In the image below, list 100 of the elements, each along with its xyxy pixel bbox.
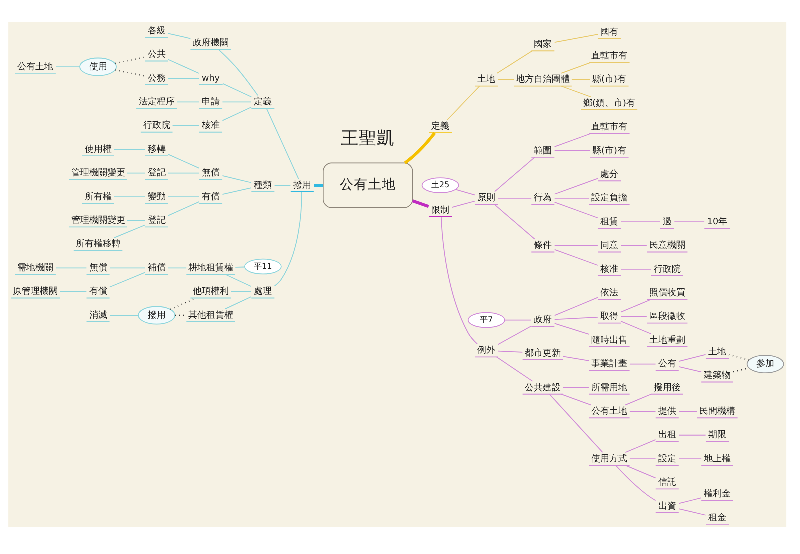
node-text: 使用權: [84, 144, 112, 155]
node-text: 地上權: [704, 454, 731, 464]
connector: [625, 440, 656, 454]
connector: [412, 200, 430, 208]
node-text: 核准: [202, 121, 220, 132]
connector: [620, 316, 648, 318]
node-text: 提供: [658, 406, 676, 417]
node-text: 設定負擔: [592, 194, 628, 204]
connector: [678, 366, 702, 373]
connector: [494, 204, 536, 240]
connector: [561, 62, 592, 74]
node-text: 租賃: [600, 217, 618, 228]
connector: [168, 172, 200, 174]
node-text: 土地: [708, 347, 726, 358]
connector: [554, 133, 592, 148]
connector: [222, 102, 252, 103]
connector: [274, 192, 302, 287]
connector: [114, 149, 146, 150]
connector: [222, 83, 252, 98]
connector: [554, 198, 590, 199]
node-text: 所需用地: [592, 383, 628, 394]
node-text: 租金: [708, 513, 726, 524]
node-text: 行政院: [143, 121, 170, 132]
connector: [496, 50, 533, 74]
node-text: 申請: [202, 98, 220, 108]
connector: [168, 154, 200, 169]
node-text: 撥用: [293, 180, 312, 191]
node-text: 撥用後: [654, 383, 681, 394]
connector: [678, 508, 706, 516]
connector: [674, 222, 705, 223]
node-text: 原管理機關: [13, 287, 58, 298]
node-text: 需地機關: [18, 263, 54, 274]
node-box: 公有土地: [323, 162, 414, 208]
connector: [168, 78, 200, 79]
node-text: 消滅: [89, 310, 108, 321]
node-text: 登記: [148, 216, 166, 226]
node-text: 他項權利: [193, 287, 230, 298]
connector: [620, 321, 652, 335]
node-text: 種類: [254, 180, 272, 191]
connector: [678, 458, 702, 460]
node-text: 土地: [478, 75, 496, 86]
node-text: 地方自治團體: [516, 75, 570, 86]
node-text: 無償: [202, 168, 220, 179]
node-text: 都市更新: [525, 348, 562, 359]
connector: [114, 224, 146, 238]
connector: [274, 185, 292, 186]
connector: [630, 458, 656, 460]
connector: [176, 102, 200, 103]
node-text: 政府: [534, 316, 552, 326]
connector: [561, 394, 592, 406]
node-text: 有償: [89, 287, 108, 298]
connector: [554, 323, 590, 335]
connector: [561, 86, 592, 98]
connector: [175, 314, 187, 316]
connector: [168, 59, 200, 74]
node-text: 出租: [658, 430, 676, 441]
connector: [554, 297, 598, 316]
node-text: 同意: [600, 241, 618, 252]
connector: [225, 296, 252, 310]
connector: [455, 189, 476, 196]
connector: [218, 49, 258, 96]
node-ellipse: 平11: [244, 258, 282, 275]
connector: [554, 34, 598, 44]
connector: [554, 245, 598, 246]
connector: [110, 268, 146, 269]
connector: [110, 272, 146, 288]
node-text: 政府機關: [193, 38, 230, 49]
node-text: 公有土地: [18, 62, 54, 72]
connector: [728, 354, 750, 361]
node-text: 原則: [478, 194, 496, 204]
node-text: why: [202, 74, 220, 84]
connector: [235, 266, 246, 268]
node-text: 變動: [148, 192, 166, 202]
connector: [494, 157, 536, 192]
connector: [554, 202, 598, 219]
node-text: 登記: [148, 168, 166, 179]
connector: [625, 394, 652, 406]
node-text: 所有權移轉: [76, 240, 121, 250]
connector: [678, 434, 706, 436]
node-text: 行為: [534, 194, 552, 204]
connector: [168, 33, 192, 40]
node-text: 其他租賃權: [188, 310, 234, 321]
node-ellipse: 使用: [80, 58, 117, 76]
connector: [56, 268, 88, 269]
node-ellipse: 撥用: [138, 306, 176, 325]
connector: [620, 269, 652, 270]
connector: [231, 291, 252, 292]
node-text: 鄉(鎮、市)有: [584, 98, 636, 109]
node-text: 國有: [600, 28, 618, 38]
node-ellipse: 參加: [746, 355, 784, 374]
connector: [222, 188, 252, 195]
node-text: 期限: [708, 430, 726, 441]
connector: [504, 320, 532, 321]
connector: [115, 56, 146, 64]
connector: [170, 298, 196, 310]
connector: [498, 326, 532, 346]
connector: [314, 184, 324, 188]
node-text: 出資: [658, 502, 676, 512]
connector: [498, 198, 532, 199]
node-text: 土地重劃: [649, 336, 686, 346]
